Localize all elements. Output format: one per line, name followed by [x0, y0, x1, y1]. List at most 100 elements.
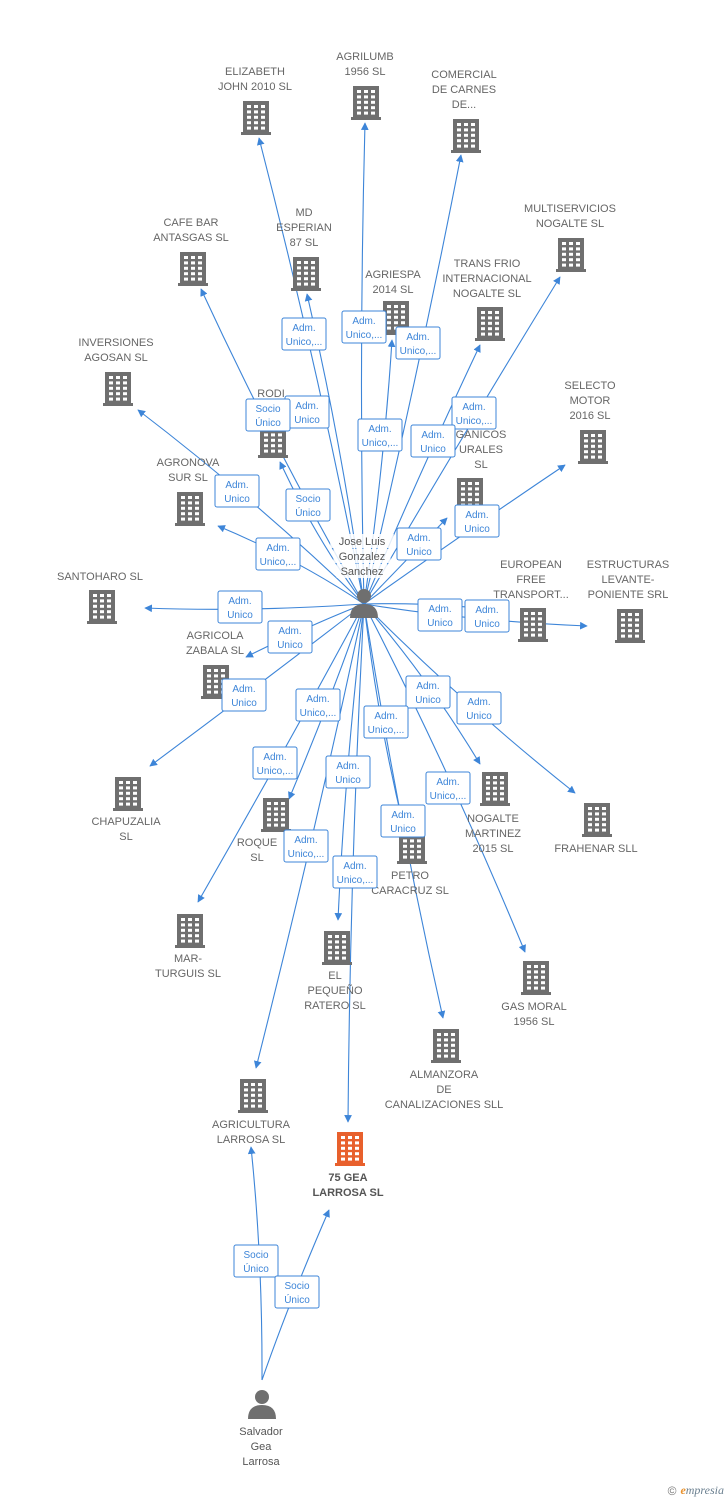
building-icon: [175, 914, 205, 948]
edge-role-label[interactable]: Adm.Unico,...: [425, 771, 471, 805]
edge-role-text: Adm.: [416, 681, 439, 692]
edge-role-text: Adm.: [391, 810, 414, 821]
edge-role-text: Adm.: [343, 861, 366, 872]
building-icon: [291, 257, 321, 291]
edge-role-label[interactable]: Adm.Unico,...: [395, 326, 441, 360]
company-name: ESTRUCTURAS: [587, 559, 670, 571]
edge-role-label[interactable]: Adm.Unico: [214, 474, 260, 508]
edge-role-text: Socio: [284, 1281, 309, 1292]
company-node-european[interactable]: EUROPEANFREETRANSPORT...: [493, 559, 569, 642]
edge-role-text: Adm.: [266, 543, 289, 554]
edge-role-text: Adm.: [336, 761, 359, 772]
edge-role-text: Adm.: [278, 626, 301, 637]
person-icon: [248, 1390, 276, 1419]
edge-role-label[interactable]: Adm.Unico,...: [357, 418, 403, 452]
edge-role-label[interactable]: Adm.Unico,...: [451, 396, 497, 430]
person-icon: [350, 589, 378, 618]
company-node-marturguis[interactable]: MAR-TURGUIS SL: [155, 914, 221, 980]
edge-role-label[interactable]: Adm.Unico,...: [255, 537, 301, 571]
edge-role-label[interactable]: Adm.Unico,...: [332, 855, 378, 889]
edge-role-label[interactable]: Adm. Unico: [267, 620, 313, 654]
edge-role-label[interactable]: Adm.Unico,...: [281, 317, 327, 351]
edge-role-label[interactable]: Adm.Unico: [221, 678, 267, 712]
edge-role-text: Adm.: [232, 684, 255, 695]
edge-role-text: Adm.: [292, 323, 315, 334]
edge-role-label[interactable]: Adm.Unico: [396, 527, 442, 561]
edge-role-label[interactable]: Adm.Unico,...: [295, 688, 341, 722]
company-name: GAS MORAL: [501, 1001, 566, 1013]
edge-role-label[interactable]: Adm.Unico: [410, 424, 456, 458]
edge-role-text: Adm.: [467, 697, 490, 708]
edge-role-label[interactable]: Adm.Unico: [217, 590, 263, 624]
edge-role-text: Unico: [277, 640, 303, 651]
company-name: AGRIESPA: [365, 269, 421, 281]
company-name: ANTASGAS SL: [153, 232, 229, 244]
edge-role-label[interactable]: Adm.Unico: [417, 598, 463, 632]
edge-role-text: Unico: [415, 695, 441, 706]
company-name: 2015 SL: [473, 843, 514, 855]
edge-role-text: Adm.: [368, 424, 391, 435]
edge-role-label[interactable]: Adm. Unico: [405, 675, 451, 709]
building-icon: [480, 772, 510, 806]
edge-role-label[interactable]: Adm.Unico: [284, 395, 330, 429]
empresia-logo[interactable]: empresia: [680, 1483, 724, 1497]
edge-role-label[interactable]: Adm.Unico: [454, 504, 500, 538]
edge-role-text: Unico,...: [400, 346, 437, 357]
company-name: PEQUEÑO: [307, 984, 362, 997]
company-node-santoharo[interactable]: SANTOHARO SL: [57, 571, 143, 624]
company-name: SL: [250, 852, 263, 864]
edge-role-label[interactable]: Adm.Unico,...: [283, 829, 329, 863]
edge-role-label[interactable]: Adm.Unico: [464, 599, 510, 633]
company-name: AGRILUMB: [336, 51, 393, 63]
edge-role-text: Socio: [295, 494, 320, 505]
edge-role-label[interactable]: Adm.Unico: [456, 691, 502, 725]
edge-jose-agrilumb: [360, 122, 369, 605]
company-name: FREE: [516, 574, 545, 586]
company-name: SANTOHARO SL: [57, 571, 143, 583]
edge-role-text: Unico,...: [257, 766, 294, 777]
company-name: RATERO SL: [304, 1000, 366, 1012]
edge-role-label[interactable]: Adm.Unico,...: [341, 310, 387, 344]
edge-role-text: Adm.: [475, 605, 498, 616]
edge-role-label[interactable]: Adm.Unico: [325, 755, 371, 789]
building-icon: [261, 798, 291, 832]
edge-role-label[interactable]: Adm.Unico,...: [363, 705, 409, 739]
building-icon: [582, 803, 612, 837]
company-name: CARACRUZ SL: [371, 885, 449, 897]
edge-label-layer: Adm.UnicoAdm.Unico,...Adm.Unico,...Socio…: [214, 310, 510, 1309]
company-node-frahenar[interactable]: FRAHENAR SLL: [554, 803, 638, 855]
company-name: AGRONOVA: [157, 457, 220, 469]
edge-role-label[interactable]: Adm.Unico,...: [252, 746, 298, 780]
edge-role-label[interactable]: Adm.Unico: [380, 804, 426, 838]
edge-role-text: Adm.: [294, 835, 317, 846]
